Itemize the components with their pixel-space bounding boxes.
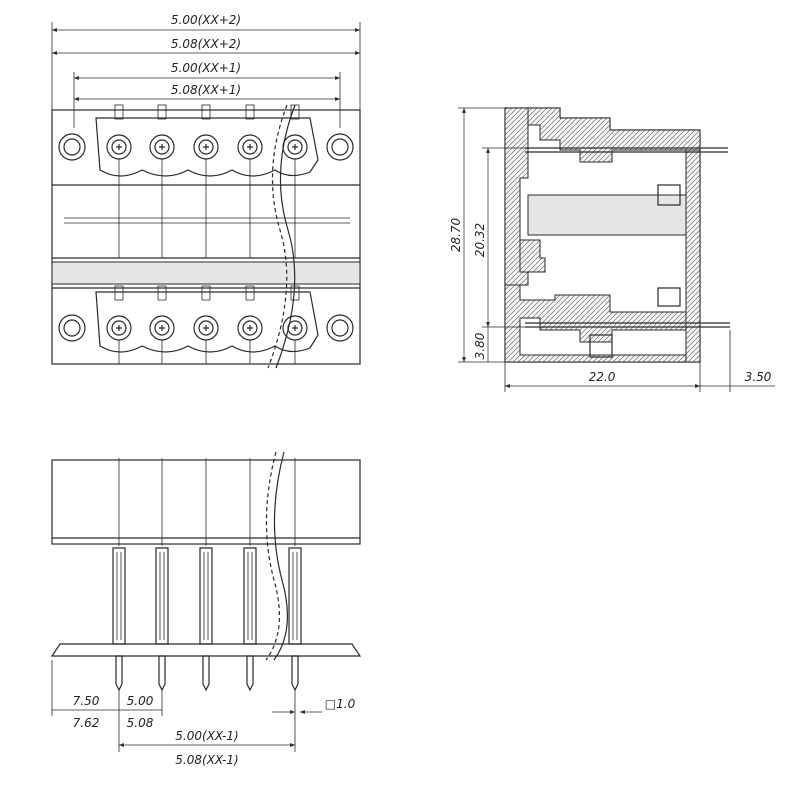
dim-height-base: 3.80 — [473, 332, 487, 359]
dim-pitch-b: 5.08 — [127, 716, 154, 730]
screw-terminal — [237, 285, 263, 364]
screw-terminal — [149, 104, 175, 258]
mounting-holes — [58, 133, 354, 342]
dim-top-1: 5.00(XX+2) — [171, 13, 241, 27]
pin — [199, 458, 213, 692]
screw-terminals — [106, 104, 308, 364]
dim-height-total: 28.70 — [449, 217, 463, 252]
pin — [288, 458, 302, 692]
dim-span-b: 5.08(XX-1) — [175, 753, 238, 767]
dim-margin-a: 7.50 — [73, 694, 100, 708]
dim-top-4: 5.08(XX+1) — [171, 83, 241, 97]
front-view: 7.50 7.62 5.00 5.08 □1.0 5.00(XX-1) 5.08… — [50, 451, 362, 767]
screw-terminal — [193, 285, 219, 364]
dim-height-inner: 20.32 — [473, 223, 487, 257]
screw-terminal — [237, 104, 263, 258]
front-dimensions: 7.50 7.62 5.00 5.08 □1.0 5.00(XX-1) 5.08… — [51, 660, 356, 767]
pin — [243, 458, 257, 692]
side-view: 28.70 20.32 3.80 22.0 3.50 — [449, 107, 775, 392]
dim-pitch-a: 5.00 — [127, 694, 154, 708]
top-view: 5.00(XX+2) 5.08(XX+2) 5.00(XX+1) 5.08(XX… — [51, 13, 361, 369]
pin — [112, 458, 126, 692]
front-pins — [112, 458, 302, 692]
screw-terminal — [106, 285, 132, 364]
pin — [155, 458, 169, 692]
dim-pin-square: □1.0 — [325, 697, 356, 711]
side-dimensions: 28.70 20.32 3.80 22.0 3.50 — [449, 107, 775, 392]
dim-margin-b: 7.62 — [73, 716, 100, 730]
screw-terminal — [149, 285, 175, 364]
screw-terminal — [106, 104, 132, 258]
dim-span-a: 5.00(XX-1) — [175, 729, 238, 743]
dim-top-2: 5.08(XX+2) — [171, 37, 241, 51]
dim-pin-extension: 3.50 — [745, 370, 772, 384]
screw-terminal — [193, 104, 219, 258]
dim-top-3: 5.00(XX+1) — [171, 61, 241, 75]
dim-depth: 22.0 — [589, 370, 616, 384]
screw-terminal — [282, 285, 308, 364]
top-dimensions: 5.00(XX+2) 5.08(XX+2) 5.00(XX+1) 5.08(XX… — [51, 13, 361, 128]
screw-terminal — [282, 104, 308, 258]
